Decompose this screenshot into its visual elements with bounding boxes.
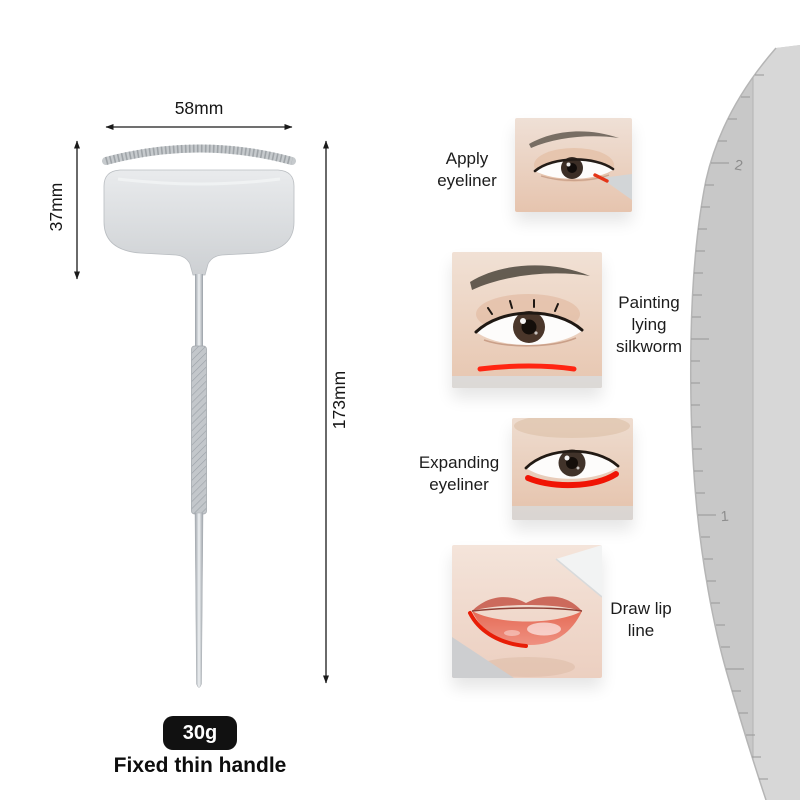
ruler-mark-2: 2 <box>733 157 744 174</box>
eye-photo-illustration <box>515 118 632 212</box>
tool-head <box>103 169 295 276</box>
feature-label-lying-silkworm: Painting lying silkworm <box>615 293 683 356</box>
eyeliner-tool-graphic <box>102 144 296 688</box>
eye-photo-illustration <box>452 252 602 388</box>
feature-photo-apply-eyeliner <box>515 118 632 212</box>
handle-lower-rod <box>194 512 204 688</box>
dimension-annotations <box>74 124 329 684</box>
eye-photo-illustration <box>512 418 633 520</box>
feature-photo-draw-lip-line <box>452 545 602 678</box>
ruler-mark-1: 1 <box>720 509 729 526</box>
lips-photo-illustration <box>452 545 602 678</box>
dimension-head-height-label: 37mm <box>46 183 66 232</box>
weight-badge: 30g <box>163 716 237 750</box>
curved-ruler-graphic: 2 1 <box>690 45 800 800</box>
feature-label-expanding-eyeliner: Expanding eyeliner <box>418 453 500 494</box>
dimension-length-label: 173mm <box>329 371 349 429</box>
feature-photo-lying-silkworm <box>452 252 602 388</box>
feature-photo-expanding-eyeliner <box>512 418 633 520</box>
handle-upper-rod <box>195 274 203 348</box>
feature-label-apply-eyeliner: Apply eyeliner <box>437 149 497 190</box>
comb-arc <box>102 144 296 165</box>
product-title: Fixed thin handle <box>113 754 287 777</box>
handle-grip <box>191 345 207 515</box>
ruler-ticks <box>691 74 768 780</box>
feature-label-draw-lip-line: Draw lip line <box>610 599 672 640</box>
dimension-width-label: 58mm <box>175 98 224 118</box>
